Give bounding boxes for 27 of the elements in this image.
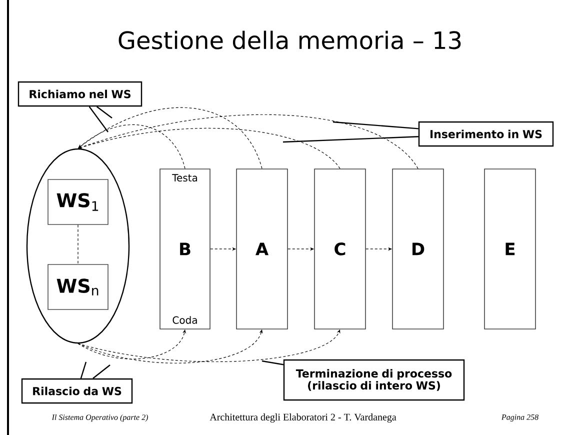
ellipse [26,148,130,344]
page-box: C [314,168,366,330]
callout-box: Rilascio da WS [21,378,133,404]
leader-line [80,362,87,379]
page-box: E [484,168,536,330]
leader-line [332,121,418,130]
curved-arrow [78,114,418,169]
footer-text: Architettura degli Elaboratori 2 - T. Vardanega [210,413,396,423]
leader-line [88,106,108,132]
footer-text: Il Sistema Operativo (parte 2) [52,414,148,422]
page-box: D [392,168,444,330]
callout-box: Terminazione di processo (rilascio di intero WS) [283,359,465,401]
curved-arrow [78,128,340,169]
page-box: Testa B Coda [160,168,210,330]
leader-line [262,360,284,366]
callout-box: Inserimento in WS [418,121,554,147]
curved-arrow [78,107,262,169]
leader-line [92,364,110,379]
callout-box: Richiamo nel WS [18,81,142,107]
set-box: WS$_{n}$ [48,264,108,310]
footer-text: Pagina 258 [501,414,538,422]
curved-arrow [78,124,186,169]
set-box: WS$_{1}$ [48,179,108,225]
leader-line [282,136,418,143]
page-box: A [236,168,288,330]
leader-line [96,106,112,118]
slide-title: Gestione della memoria – 13 [118,30,461,50]
